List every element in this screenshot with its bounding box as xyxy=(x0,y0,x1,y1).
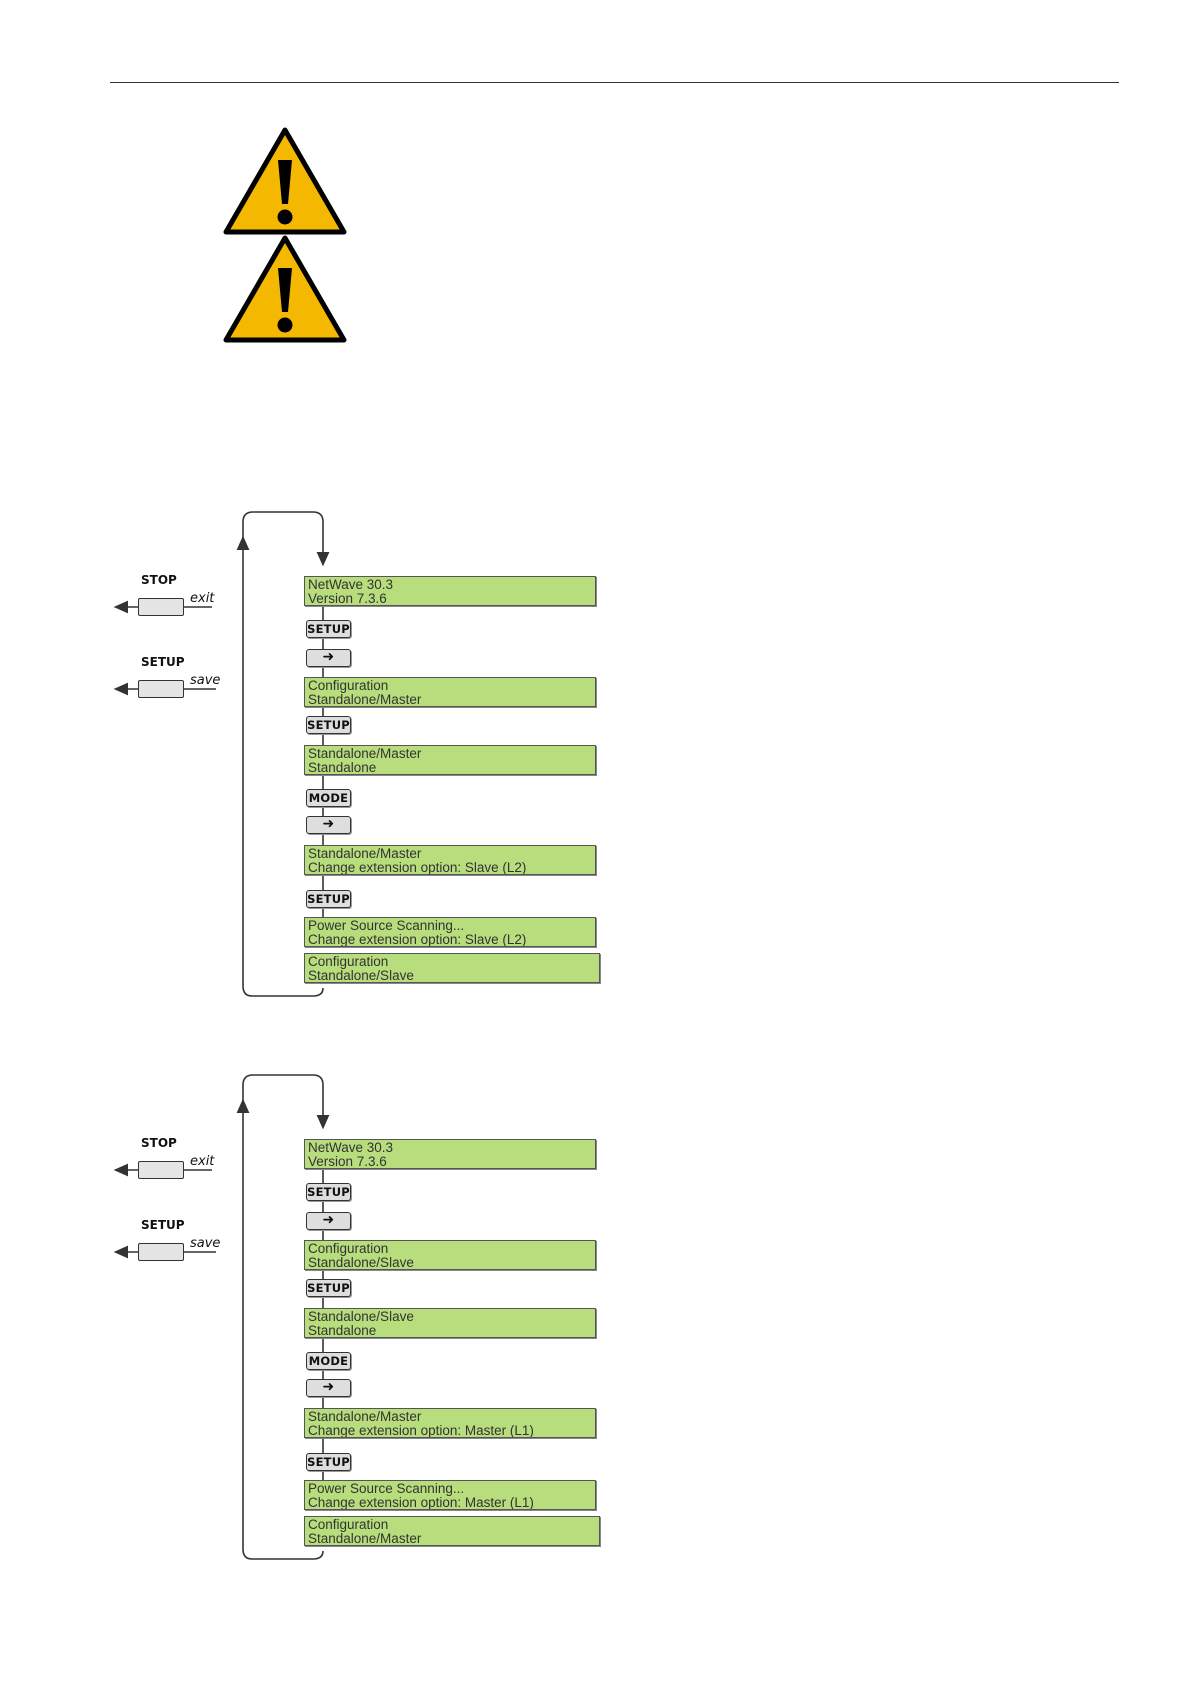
lcd-line-1: Configuration xyxy=(308,1517,389,1532)
setup-side-button[interactable] xyxy=(138,680,184,698)
stop-label: STOP xyxy=(141,573,177,587)
stop-button[interactable] xyxy=(138,1161,184,1179)
lcd-screen: Power Source Scanning... Change extensio… xyxy=(304,1480,596,1510)
lcd-line-2: Change extension option: Master (L1) xyxy=(308,1494,534,1510)
lcd-line-2: Version 7.3.6 xyxy=(308,590,387,606)
exit-label: exit xyxy=(190,1154,215,1169)
lcd-line-2: Standalone/Master xyxy=(308,691,422,707)
lcd-line-1: Standalone/Master xyxy=(308,1409,422,1424)
exit-label: exit xyxy=(190,591,215,606)
setup-key[interactable]: SETUP xyxy=(306,890,351,908)
enter-arrow-key[interactable]: ➜ xyxy=(306,816,351,834)
lcd-screen: NetWave 30.3 Version 7.3.6 xyxy=(304,576,596,606)
lcd-screen: Configuration Standalone/Master xyxy=(304,1516,600,1546)
mode-key[interactable]: MODE xyxy=(306,789,351,807)
lcd-screen: Configuration Standalone/Slave xyxy=(304,1240,596,1270)
setup-key[interactable]: SETUP xyxy=(306,620,351,638)
warning-triangle-icon xyxy=(222,234,348,344)
lcd-line-2: Version 7.3.6 xyxy=(308,1153,387,1169)
header-rule xyxy=(110,82,1119,83)
lcd-line-1: Configuration xyxy=(308,954,389,969)
lcd-line-1: Configuration xyxy=(308,1241,389,1256)
lcd-screen: Standalone/Slave Standalone xyxy=(304,1308,596,1338)
lcd-line-2: Standalone/Master xyxy=(308,1530,422,1546)
lcd-line-1: Standalone/Slave xyxy=(308,1309,414,1324)
lcd-line-1: Power Source Scanning... xyxy=(308,1481,465,1496)
lcd-line-1: Configuration xyxy=(308,678,389,693)
setup-flow-diagram-master-to-slave: STOP exit SETUP save NetWave 30.3 Versio… xyxy=(0,0,700,997)
stop-label: STOP xyxy=(141,1136,177,1150)
enter-arrow-key[interactable]: ➜ xyxy=(306,649,351,667)
lcd-screen: Power Source Scanning... Change extensio… xyxy=(304,917,596,947)
setup-label: SETUP xyxy=(141,655,185,669)
lcd-screen: Configuration Standalone/Slave xyxy=(304,953,600,983)
lcd-line-1: NetWave 30.3 xyxy=(308,1140,394,1155)
enter-arrow-key[interactable]: ➜ xyxy=(306,1379,351,1397)
warning-triangle-icon xyxy=(222,126,348,236)
lcd-line-1: NetWave 30.3 xyxy=(308,577,394,592)
lcd-line-2: Standalone/Slave xyxy=(308,967,414,983)
stop-button[interactable] xyxy=(138,598,184,616)
save-label: save xyxy=(190,673,221,688)
setup-key[interactable]: SETUP xyxy=(306,716,351,734)
lcd-line-2: Change extension option: Slave (L2) xyxy=(308,859,527,875)
lcd-screen: Configuration Standalone/Master xyxy=(304,677,596,707)
lcd-line-2: Standalone xyxy=(308,759,377,775)
lcd-screen: NetWave 30.3 Version 7.3.6 xyxy=(304,1139,596,1169)
lcd-screen: Standalone/Master Change extension optio… xyxy=(304,1408,596,1438)
setup-key[interactable]: SETUP xyxy=(306,1453,351,1471)
lcd-line-1: Power Source Scanning... xyxy=(308,918,465,933)
lcd-line-1: Standalone/Master xyxy=(308,846,422,861)
lcd-line-2: Standalone xyxy=(308,1322,377,1338)
setup-flow-diagram-slave-to-master: STOP exit SETUP save NetWave 30.3 Versio… xyxy=(0,563,700,1560)
lcd-screen: Standalone/Master Standalone xyxy=(304,745,596,775)
setup-side-button[interactable] xyxy=(138,1243,184,1261)
lcd-screen: Standalone/Master Change extension optio… xyxy=(304,845,596,875)
lcd-line-2: Change extension option: Slave (L2) xyxy=(308,931,527,947)
save-label: save xyxy=(190,1236,221,1251)
setup-key[interactable]: SETUP xyxy=(306,1279,351,1297)
lcd-line-1: Standalone/Master xyxy=(308,746,422,761)
lcd-line-2: Change extension option: Master (L1) xyxy=(308,1422,534,1438)
setup-key[interactable]: SETUP xyxy=(306,1183,351,1201)
enter-arrow-key[interactable]: ➜ xyxy=(306,1212,351,1230)
lcd-line-2: Standalone/Slave xyxy=(308,1254,414,1270)
mode-key[interactable]: MODE xyxy=(306,1352,351,1370)
setup-label: SETUP xyxy=(141,1218,185,1232)
